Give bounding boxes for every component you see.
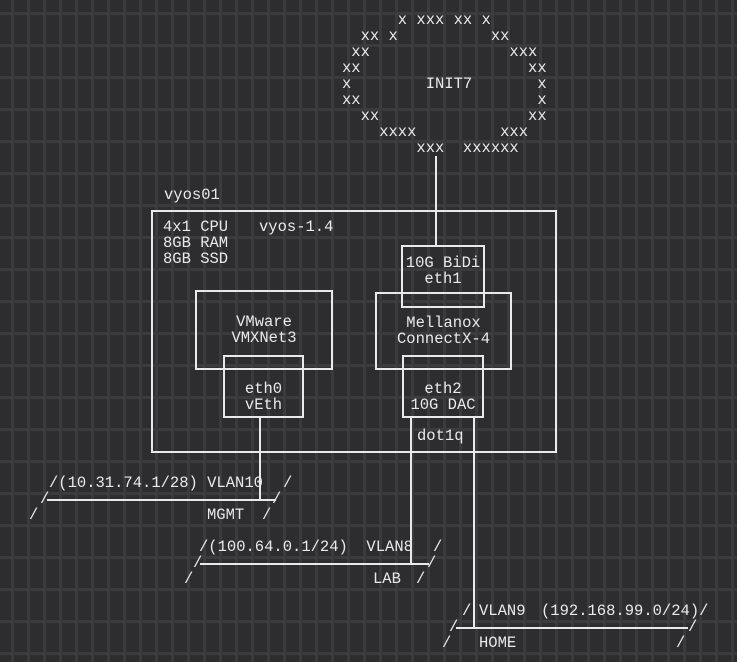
nic-mellanox-line2: ConnectX-4: [396, 330, 490, 348]
port-eth1-media: 10G BiDi: [405, 253, 481, 272]
network-mgmt-bus-line: [47, 499, 276, 501]
router-hostname-label: vyos01: [164, 186, 220, 204]
nic-vmware-box: VMware VMXNet3: [195, 290, 333, 370]
connector-cloud-to-eth1: [435, 156, 437, 246]
mgmt-slash-top-right: /: [283, 474, 293, 492]
nic-mellanox-box: Mellanox ConnectX-4: [375, 292, 512, 370]
router-spec-ssd: 8GB SSD: [163, 250, 229, 268]
network-mgmt-address-vlan: /(10.31.74.1/28) VLAN10: [49, 474, 263, 492]
mgmt-slash-mid-right: /: [272, 490, 282, 508]
lab-slash-mid-right: /: [427, 554, 437, 572]
network-lab-name: LAB: [373, 570, 401, 588]
network-home-vlan: VLAN9: [479, 602, 526, 620]
port-eth2-box: eth2 10G DAC: [402, 355, 484, 418]
mgmt-slash-bottom-right: /: [262, 506, 272, 524]
trunk-dot1q-label: dot1q: [417, 427, 464, 445]
lab-slash-top-right: /: [433, 538, 443, 556]
nic-vmware-line1: VMware: [236, 313, 292, 331]
home-slash-mid-right: /: [688, 618, 698, 636]
lab-slash-bottom-left: /: [184, 570, 194, 588]
lab-slash-mid-left: /: [193, 554, 203, 572]
router-chassis-box: [151, 210, 557, 453]
connector-eth2-to-home: [473, 417, 475, 629]
router-spec-cpu: 4x1 CPU: [163, 218, 229, 236]
init7-cloud-ascii: x xxx xx x xx x xx xx xxx xx xx x INIT7 …: [342, 11, 547, 157]
network-home-bus-line: [456, 627, 688, 629]
mgmt-slash-mid-left: /: [40, 490, 50, 508]
port-eth0-media: vEth: [244, 395, 283, 414]
home-slash-bottom-right: /: [676, 634, 686, 652]
mgmt-slash-bottom-left: /: [29, 506, 39, 524]
router-spec-ram: 8GB RAM: [163, 234, 229, 252]
connector-eth0-to-mgmt: [259, 417, 261, 501]
port-eth1-name: eth1: [424, 269, 462, 288]
port-eth2-media: 10G DAC: [410, 395, 476, 414]
nic-mellanox-line1: Mellanox: [406, 314, 481, 332]
port-eth0-box: eth0 vEth: [223, 355, 304, 418]
home-slash-top-left: /: [462, 602, 472, 620]
nic-vmware-line2: VMXNet3: [231, 329, 297, 347]
port-eth2-name: eth2: [424, 379, 462, 398]
connector-eth2-to-lab: [410, 417, 412, 565]
network-lab-bus-line: [200, 563, 429, 565]
network-home-name: HOME: [479, 634, 517, 652]
lab-slash-bottom-right: /: [416, 570, 426, 588]
home-slash-mid-left: /: [449, 618, 459, 636]
router-os-version: vyos-1.4: [259, 218, 334, 236]
network-mgmt-name: MGMT: [207, 506, 245, 524]
port-eth0-name: eth0: [244, 379, 283, 398]
network-home-address: (192.168.99.0/24)/: [541, 602, 709, 620]
home-slash-bottom-left: /: [442, 634, 452, 652]
network-lab-address-vlan: /(100.64.0.1/24) VLAN8: [199, 538, 413, 556]
port-eth1-box: 10G BiDi eth1: [401, 245, 485, 308]
